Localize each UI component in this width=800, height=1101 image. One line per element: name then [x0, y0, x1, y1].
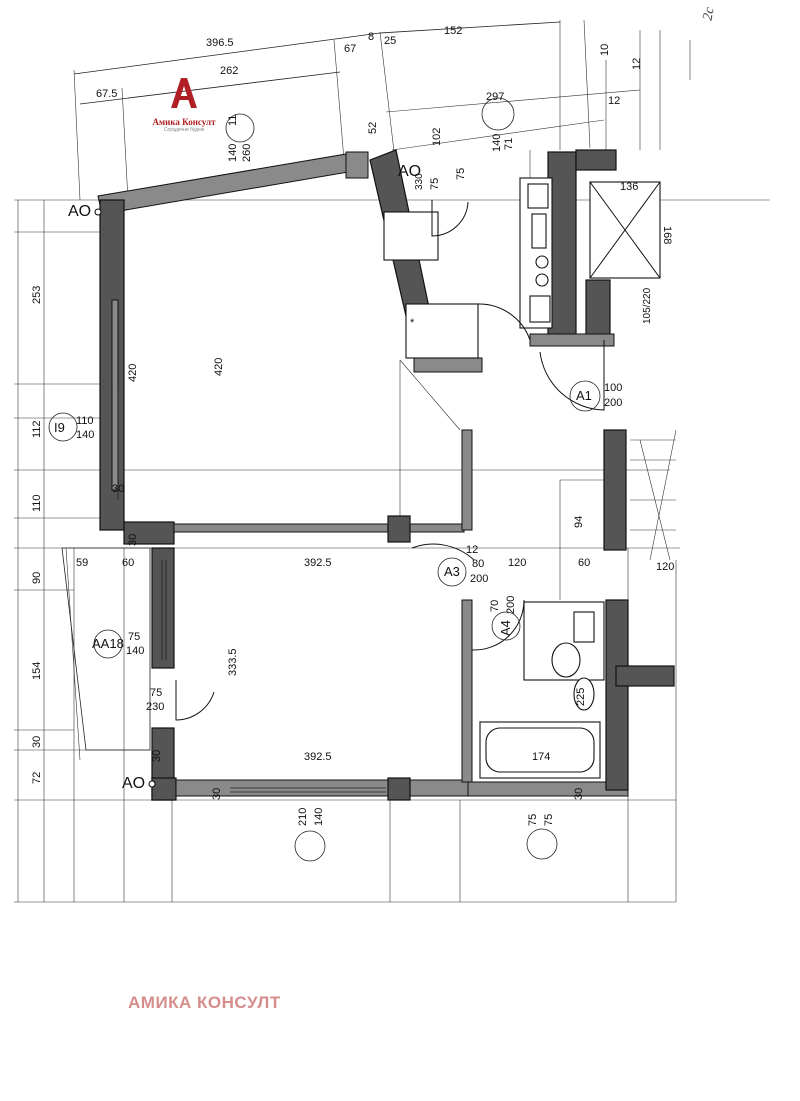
marker-circle-a1 — [569, 380, 601, 412]
marker-circle-297 — [481, 97, 515, 131]
dim-120-b: 120 — [656, 561, 674, 573]
marker-circle-aa18 — [93, 629, 123, 659]
dim-140-a: 140 — [227, 144, 239, 162]
dim-420-a: 420 — [127, 364, 139, 382]
dim-59: 59 — [76, 557, 88, 569]
logo-a-icon — [171, 78, 197, 108]
dim-12-c: 12 — [466, 544, 478, 556]
dim-396-5: 396.5 — [206, 37, 234, 49]
dim-70: 70 — [489, 600, 501, 612]
marker-circle-a4 — [491, 611, 521, 641]
dim-230: 230 — [146, 701, 164, 713]
dim-253: 253 — [31, 286, 43, 304]
dim-75-f: 75 — [543, 814, 555, 826]
dim-67-5: 67.5 — [96, 88, 117, 100]
dim-110-b: 110 — [31, 494, 43, 512]
dim-60-a: 60 — [122, 557, 134, 569]
dim-200-a: 200 — [604, 397, 622, 409]
dim-262: 262 — [220, 65, 238, 77]
dim-30-d: 30 — [151, 750, 163, 762]
dim-52: 52 — [367, 122, 379, 134]
walls — [97, 149, 675, 801]
logo-brand: Амика Консулт — [152, 117, 216, 127]
dim-392-5-a: 392.5 — [304, 557, 332, 569]
tag-a4: A4 — [498, 620, 513, 636]
marker-circle-i9 — [48, 412, 78, 442]
dim-30-c: 30 — [31, 736, 43, 748]
tag-a3: A3 — [444, 564, 460, 579]
tag-labels: AO AO AO I9 AA18 A1 A3 A4 — [54, 163, 592, 792]
corner-handwritten-mark: 2c — [700, 6, 718, 22]
dim-75-b: 75 — [455, 168, 467, 180]
marker-circles — [48, 97, 601, 862]
dim-120-a: 120 — [508, 557, 526, 569]
dim-71: 71 — [503, 138, 515, 150]
dim-333-5: 333.5 — [227, 648, 239, 676]
dim-94: 94 — [573, 516, 585, 528]
logo-tagline: Сградични будеж — [163, 127, 205, 133]
dim-154: 154 — [31, 662, 43, 680]
doors — [175, 200, 605, 721]
marker-circle-210 — [294, 830, 326, 862]
dim-168: 168 — [661, 226, 673, 244]
dim-80: 80 — [472, 558, 484, 570]
dim-210: 210 — [297, 808, 309, 826]
dim-90: 90 — [31, 572, 43, 584]
dim-30-e: 30 — [211, 788, 223, 800]
watermark-text: АМИКА КОНСУЛТ — [128, 993, 281, 1012]
tag-ao-top-mid: AO — [398, 163, 421, 180]
marker-circle-75 — [526, 828, 558, 860]
dim-30-a: 30 — [112, 483, 124, 495]
dim-102: 102 — [431, 128, 443, 146]
tag-ao-top-left: AO — [68, 203, 91, 220]
svg-text:*: * — [410, 317, 415, 329]
dim-330: 330 — [414, 173, 425, 190]
dim-200-b: 200 — [470, 573, 488, 585]
dim-72: 72 — [31, 772, 43, 784]
dimension-labels: 396.5 67 8 25 152 262 67.5 297 102 52 75… — [31, 25, 674, 826]
dim-140-e: 140 — [313, 808, 325, 826]
dim-75-c: 75 — [128, 631, 140, 643]
dim-152: 152 — [444, 25, 462, 37]
dim-225: 225 — [575, 688, 587, 706]
dim-11: 11 — [227, 115, 239, 126]
tag-aa18: AA18 — [92, 636, 124, 651]
dim-140-d: 140 — [126, 645, 144, 657]
fixtures: * — [61, 177, 661, 793]
dim-100: 100 — [604, 382, 622, 394]
dim-420-b: 420 — [213, 358, 225, 376]
dim-12-a: 12 — [631, 58, 643, 70]
company-logo: Амика Консулт Сградични будеж — [136, 76, 232, 136]
dim-75-d: 75 — [150, 687, 162, 699]
dim-112: 112 — [31, 420, 43, 438]
marker-circle-140 — [225, 113, 255, 143]
dim-10: 10 — [599, 44, 611, 56]
dim-12-b: 12 — [608, 95, 620, 107]
tag-ao-bottom: AO — [122, 775, 145, 792]
dim-140-c: 140 — [76, 429, 94, 441]
tag-a1: A1 — [576, 388, 592, 403]
dim-75-e: 75 — [527, 814, 539, 826]
dim-110-a: 110 — [76, 415, 94, 427]
dim-8: 8 — [368, 31, 374, 43]
dim-136: 136 — [620, 181, 638, 193]
dim-75-a: 75 — [429, 178, 441, 190]
marker-circle-a3 — [437, 557, 467, 587]
dim-30-b: 30 — [127, 534, 139, 546]
dim-30-f: 30 — [573, 788, 585, 800]
dim-260: 260 — [241, 144, 253, 162]
dim-105-220: 105/220 — [642, 287, 653, 324]
tag-i9: I9 — [54, 420, 65, 435]
dim-392-5-b: 392.5 — [304, 751, 332, 763]
dim-60-b: 60 — [578, 557, 590, 569]
dim-140-b: 140 — [491, 134, 503, 152]
dim-67: 67 — [344, 43, 356, 55]
dim-174: 174 — [532, 751, 550, 763]
dim-25: 25 — [384, 35, 396, 47]
dim-297: 297 — [486, 91, 504, 103]
dim-200-c: 200 — [505, 596, 517, 614]
